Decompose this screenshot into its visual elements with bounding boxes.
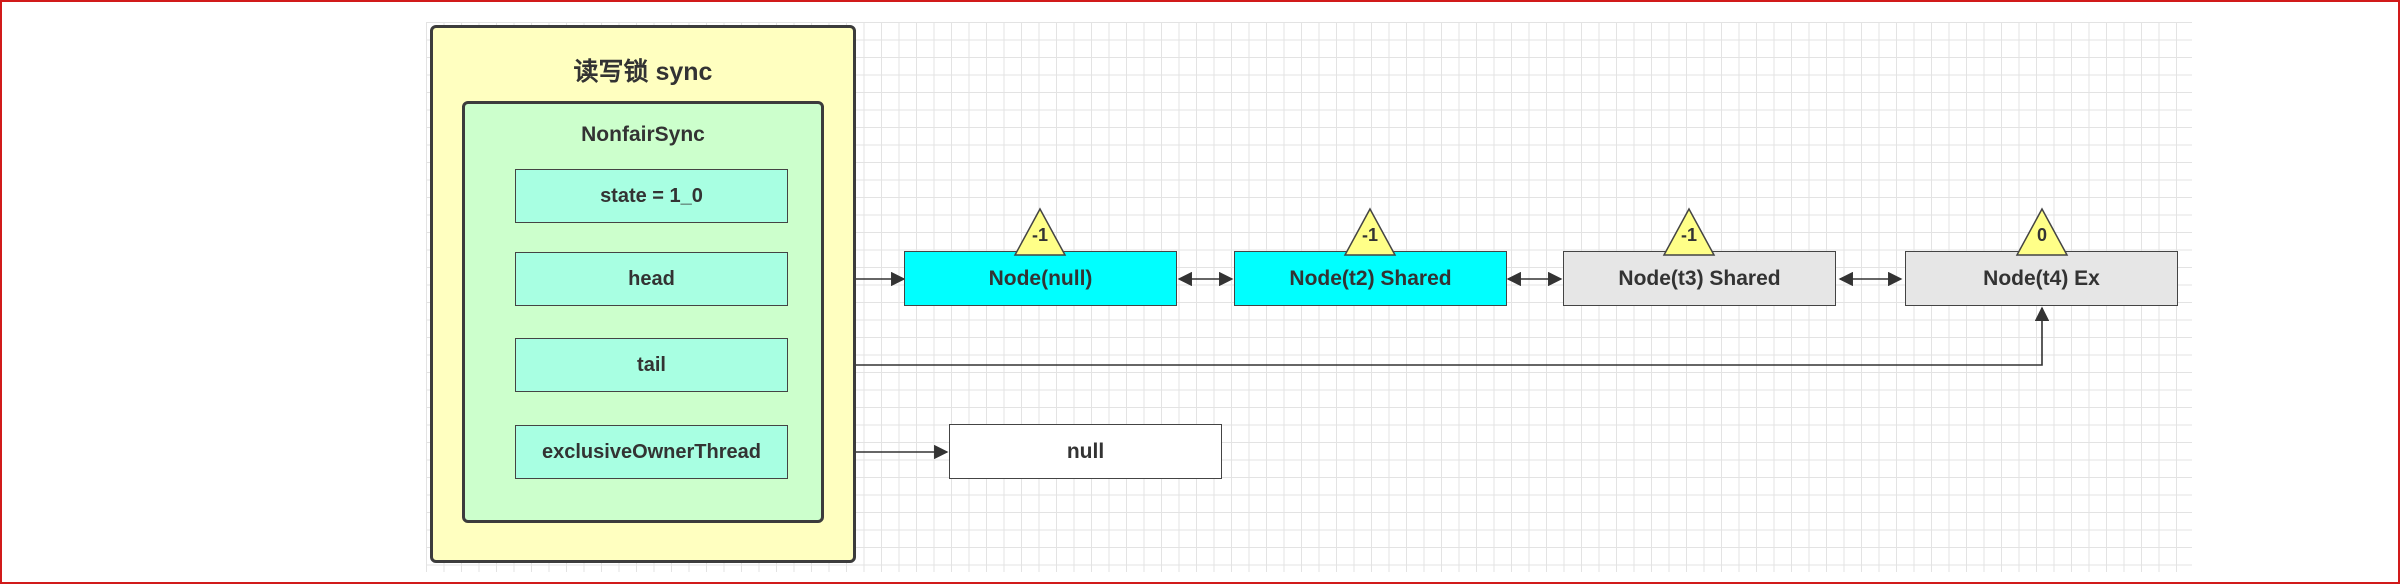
node-t2-label: Node(t2) Shared: [1289, 266, 1452, 290]
head-field: head: [515, 252, 788, 306]
state-field: state = 1_0: [515, 169, 788, 223]
node-t2: Node(t2) Shared: [1234, 251, 1507, 306]
node-t3-label: Node(t3) Shared: [1618, 266, 1781, 290]
wait-status-t3: -1: [1680, 225, 1697, 245]
node-t4: Node(t4) Ex: [1905, 251, 2178, 306]
wait-status-t2: -1: [1361, 225, 1378, 245]
state-field-label: state = 1_0: [600, 184, 703, 207]
sync-title: 读写锁 sync: [573, 58, 713, 86]
owner-null-label: null: [1066, 439, 1105, 463]
wait-status-badge-t3: -1: [1662, 207, 1716, 257]
owner-field: exclusiveOwnerThread: [515, 425, 788, 479]
tail-arrow: [788, 306, 2050, 366]
tail-field: tail: [515, 338, 788, 392]
node-null-label: Node(null): [988, 266, 1093, 290]
tail-field-label: tail: [637, 353, 666, 376]
owner-field-label: exclusiveOwnerThread: [542, 440, 761, 463]
owner-null-box: null: [949, 424, 1222, 479]
node-null: Node(null): [904, 251, 1177, 306]
head-field-label: head: [628, 267, 675, 290]
node-t3: Node(t3) Shared: [1563, 251, 1836, 306]
wait-status-badge-t2: -1: [1343, 207, 1397, 257]
wait-status-t4: 0: [2036, 225, 2047, 245]
nonfairsync-title: NonfairSync: [581, 123, 705, 146]
wait-status-badge-null: -1: [1013, 207, 1067, 257]
wait-status-badge-t4: 0: [2015, 207, 2069, 257]
node-t4-label: Node(t4) Ex: [1983, 266, 2100, 290]
wait-status-null: -1: [1031, 225, 1048, 245]
